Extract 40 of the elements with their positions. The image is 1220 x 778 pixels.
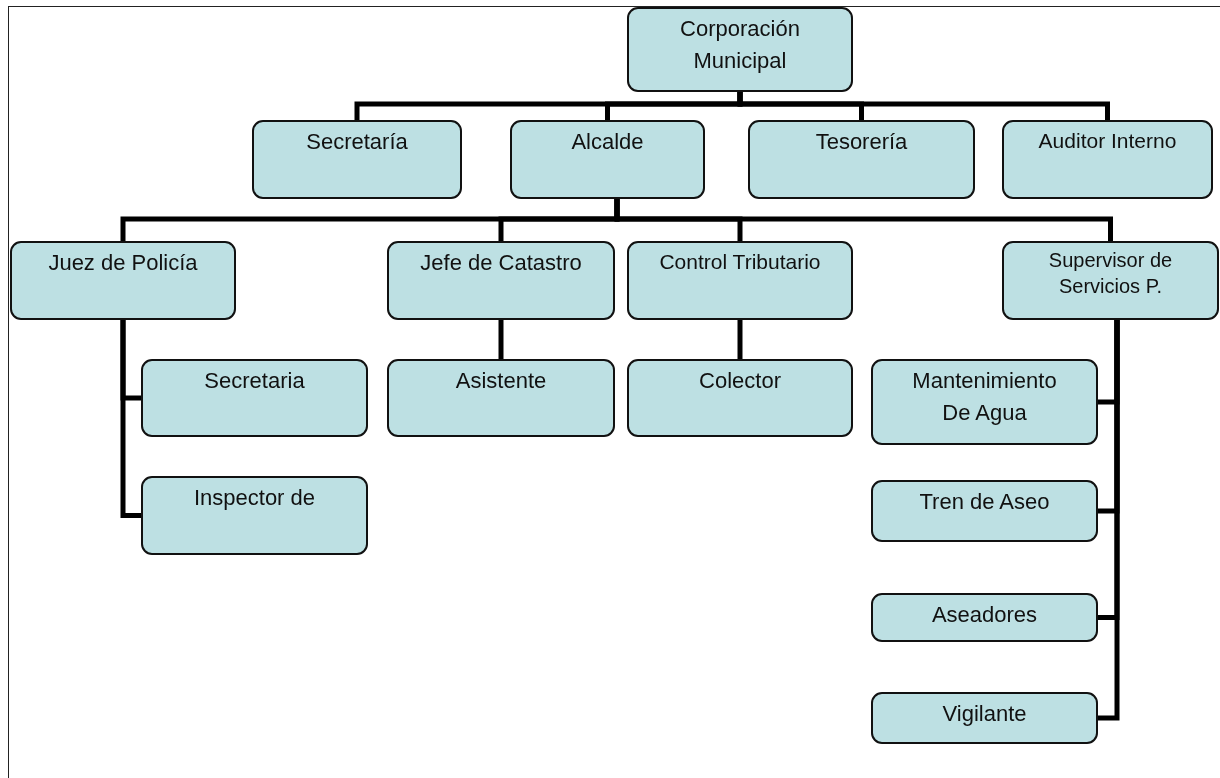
role-label: Control Tributario bbox=[659, 249, 821, 275]
connector-line bbox=[737, 320, 743, 359]
role-label: Vigilante bbox=[942, 700, 1027, 728]
role-label: Aseadores bbox=[931, 601, 1038, 629]
org-box bbox=[871, 593, 1098, 642]
role-label: Auditor Interno bbox=[1038, 128, 1177, 154]
role-label: Corporación Municipal bbox=[679, 15, 801, 75]
org-box bbox=[627, 359, 853, 437]
role-label: Tren de Aseo bbox=[919, 488, 1050, 516]
org-box bbox=[141, 476, 368, 555]
org-box bbox=[871, 359, 1098, 445]
org-box bbox=[10, 241, 236, 320]
role-label: Colector bbox=[699, 367, 781, 395]
role-label: Juez de Policía bbox=[48, 249, 198, 277]
connector-line bbox=[1098, 320, 1120, 721]
org-box bbox=[1002, 241, 1219, 320]
org-box bbox=[510, 120, 705, 199]
role-label: Alcalde bbox=[571, 128, 644, 156]
org-box bbox=[871, 480, 1098, 542]
org-box bbox=[871, 692, 1098, 744]
role-label: Supervisor de Servicios P. bbox=[1047, 248, 1174, 299]
org-box bbox=[252, 120, 462, 199]
org-box bbox=[387, 241, 615, 320]
role-label: Inspector de bbox=[193, 484, 316, 512]
connector-line bbox=[737, 92, 1110, 120]
org-box bbox=[627, 241, 853, 320]
connector-line bbox=[614, 199, 1113, 241]
org-box bbox=[627, 7, 853, 92]
org-box bbox=[1002, 120, 1213, 199]
connector-line bbox=[120, 320, 141, 518]
role-label: Tesorería bbox=[815, 128, 908, 156]
role-label: Jefe de Catastro bbox=[420, 249, 582, 277]
connector-line bbox=[498, 320, 504, 359]
role-label: Mantenimiento De Agua bbox=[911, 367, 1058, 427]
org-box bbox=[141, 359, 368, 437]
org-box bbox=[387, 359, 615, 437]
role-label: Secretaria bbox=[204, 367, 305, 395]
role-label: Secretaría bbox=[306, 128, 408, 156]
org-box bbox=[748, 120, 975, 199]
role-label: Asistente bbox=[455, 367, 547, 395]
